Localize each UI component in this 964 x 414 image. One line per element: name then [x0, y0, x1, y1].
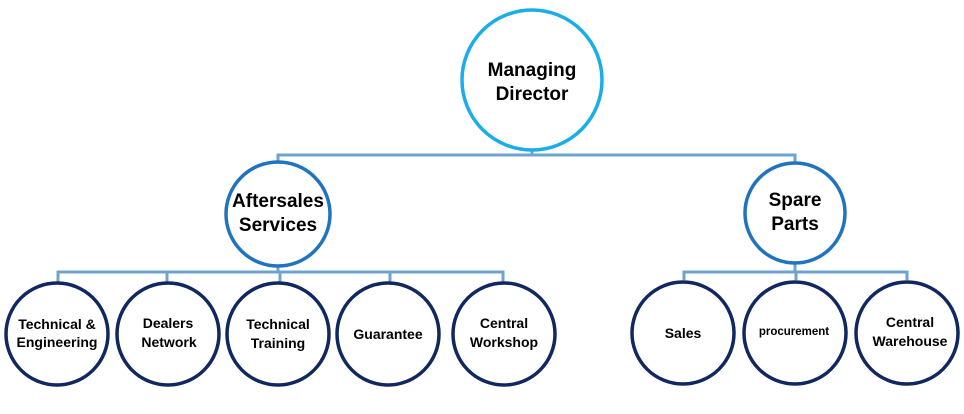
- node-aftersales-services: Aftersales Services: [224, 160, 332, 268]
- node-label-line: Sales: [665, 325, 702, 341]
- node-label-line: Technical: [246, 316, 310, 332]
- node-label-line: Technical &: [18, 316, 96, 332]
- node-guarantee: Guarantee: [335, 281, 441, 387]
- node-label-line: Central: [480, 315, 528, 331]
- node-sales: Sales: [630, 280, 736, 386]
- node-label-line: Parts: [771, 214, 819, 235]
- node-managing-director: Managing Director: [460, 8, 604, 152]
- node-label-line: Training: [251, 335, 305, 351]
- node-label-line: Spare: [769, 190, 822, 211]
- node-label-line: Warehouse: [873, 333, 948, 349]
- node-label-line: Workshop: [470, 334, 538, 350]
- node-dealers-network: Dealers Network: [115, 281, 221, 387]
- node-label-line: Aftersales: [232, 191, 324, 212]
- node-technical-engineering: Technical & Engineering: [4, 281, 110, 387]
- node-central-warehouse: Central Warehouse: [854, 280, 960, 386]
- node-label-line: Central: [886, 314, 934, 330]
- node-label-line: Guarantee: [353, 326, 422, 342]
- node-label-line: Network: [141, 334, 196, 350]
- node-label-line: procurement: [759, 326, 829, 338]
- node-technical-training: Technical Training: [225, 281, 331, 387]
- node-central-workshop: Central Workshop: [451, 281, 557, 387]
- node-label-line: Managing: [488, 60, 577, 81]
- connector-aftersales-children: [56, 267, 505, 283]
- node-label-line: Engineering: [17, 334, 98, 350]
- node-label-line: Services: [239, 215, 317, 236]
- node-label-line: Director: [496, 84, 569, 105]
- node-spare-parts: Spare Parts: [743, 161, 847, 265]
- node-procurement: procurement: [742, 280, 848, 386]
- node-label-line: Dealers: [143, 315, 194, 331]
